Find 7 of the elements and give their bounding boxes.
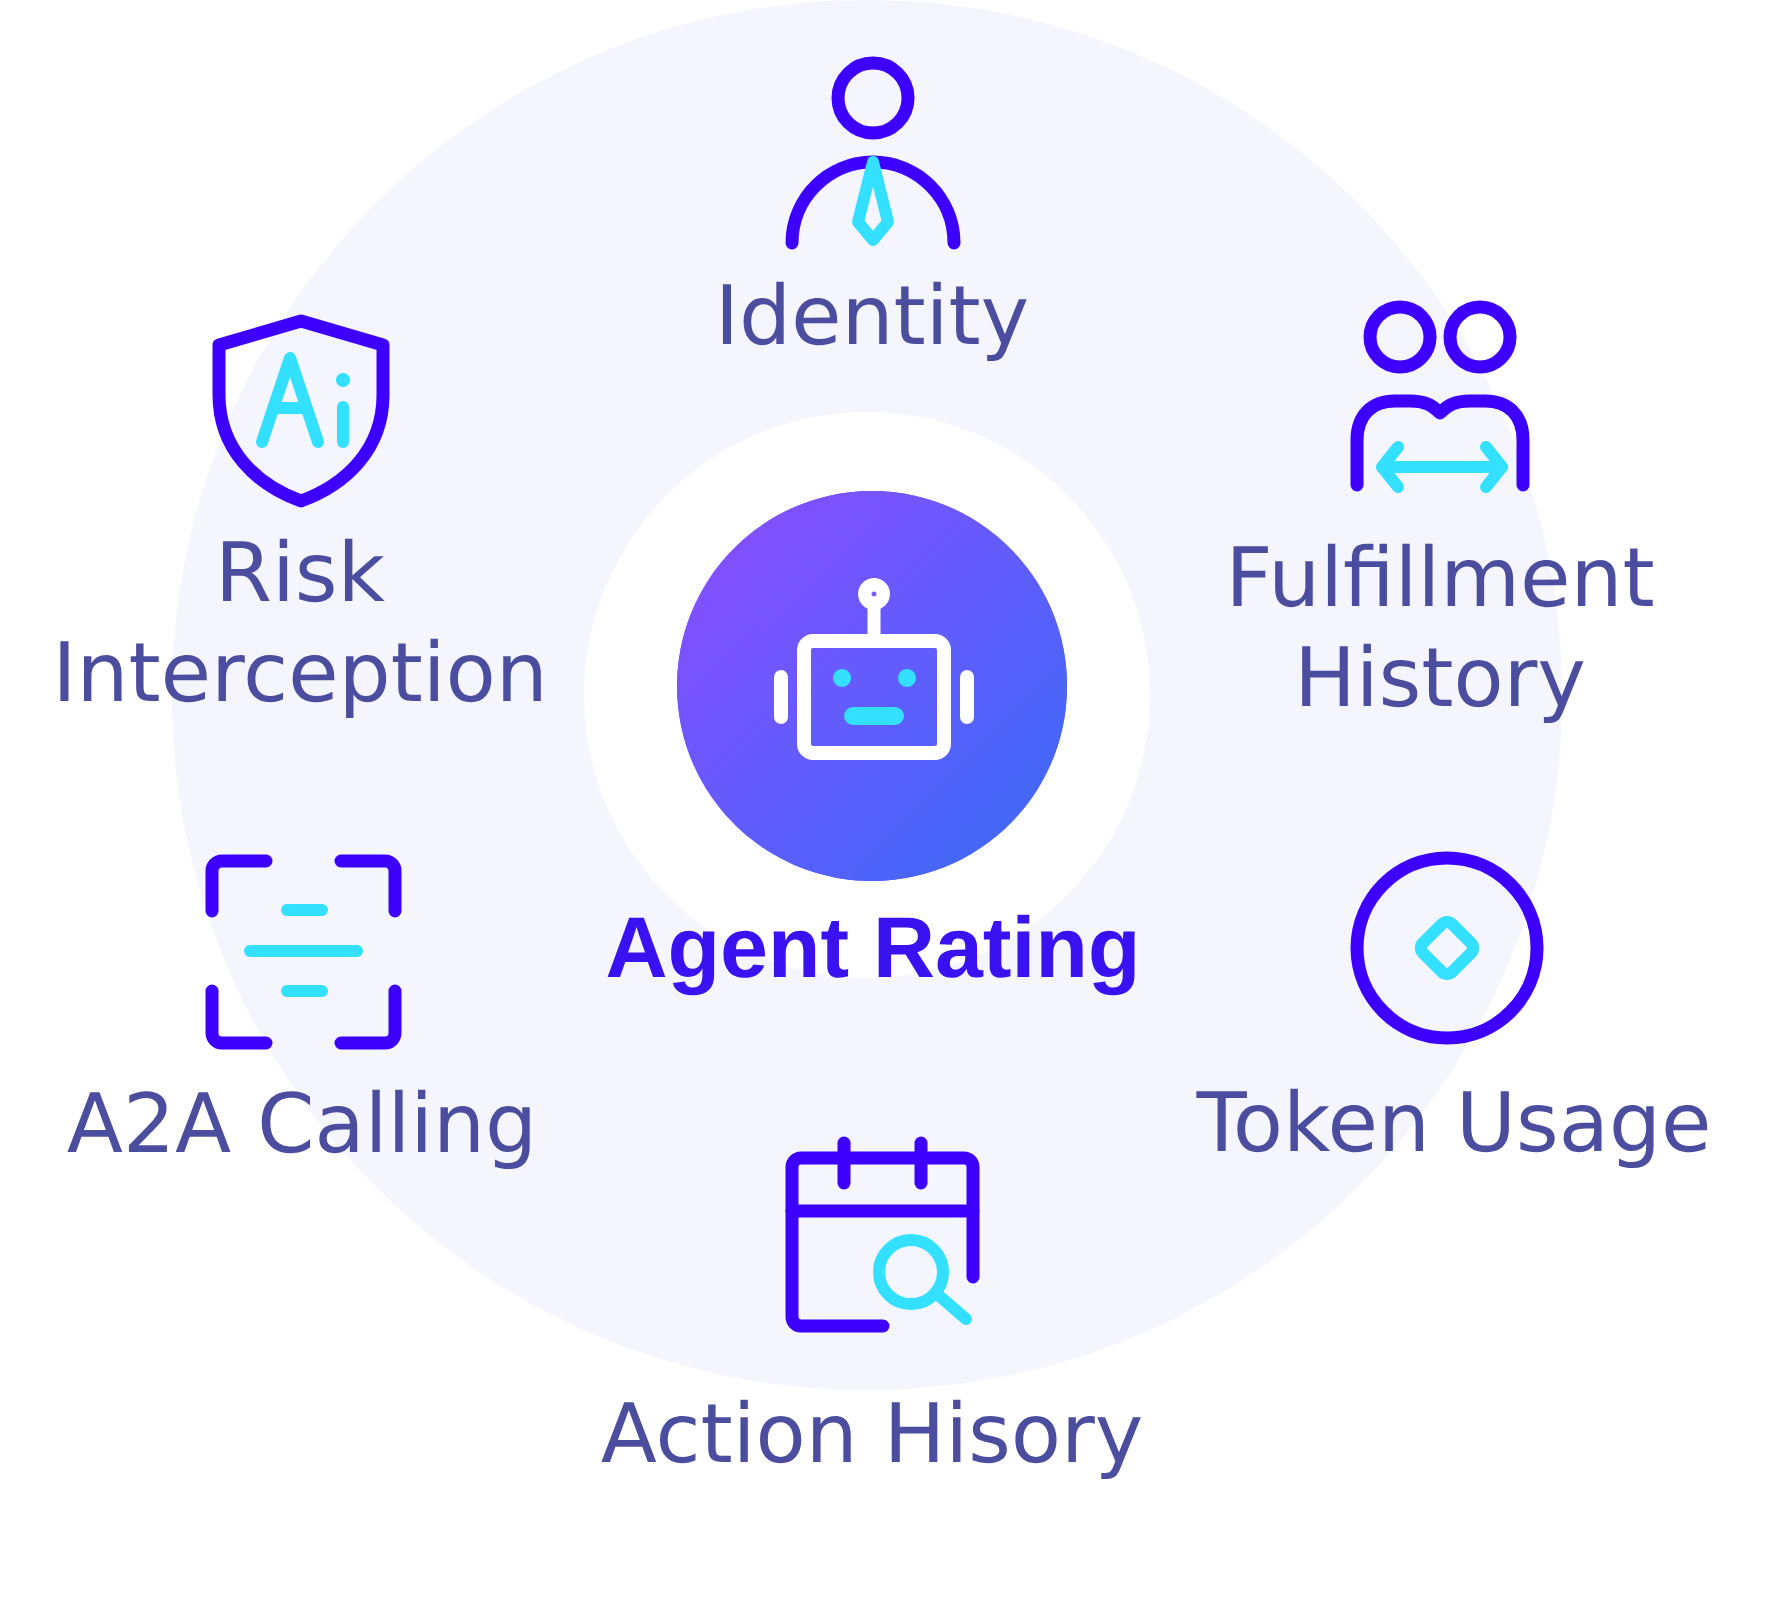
item-label: Token Usage [1196, 1088, 1708, 1169]
item-label: Action Hisory [601, 1399, 1141, 1480]
item-label: Risk Interception [60, 538, 541, 719]
center-label: Agent Rating [607, 914, 1135, 996]
item-label: Fulfillment History [1233, 543, 1653, 724]
item-label: A2A Calling [67, 1089, 530, 1170]
item-label: Identity [722, 281, 1027, 362]
